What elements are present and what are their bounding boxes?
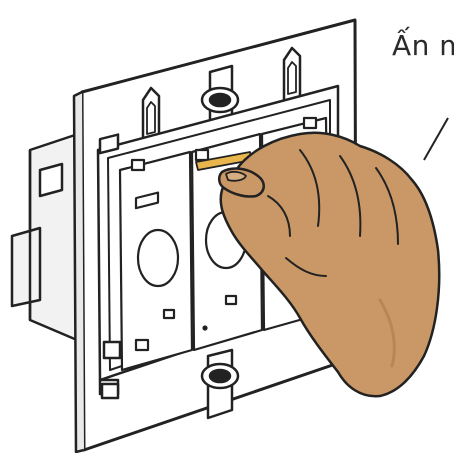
callout-leader-line	[424, 118, 448, 160]
callout-label: Ấn m	[392, 30, 454, 62]
